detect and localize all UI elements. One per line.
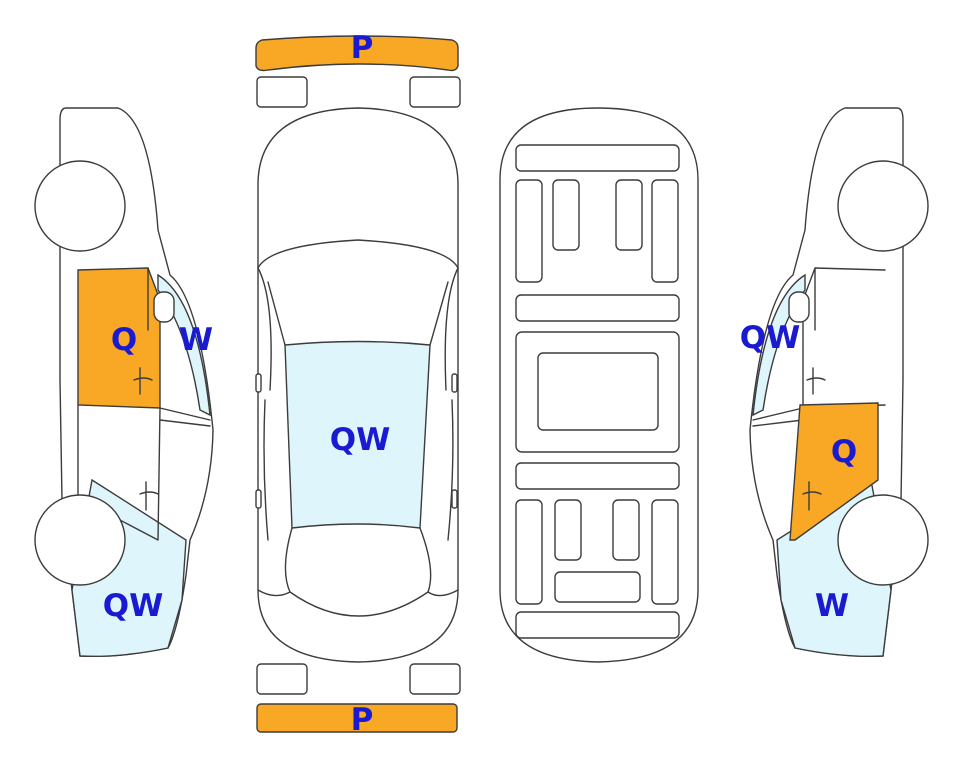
right-mirror (788, 291, 810, 323)
top-a-pillars (257, 267, 459, 391)
damage-labels: Q W QW P QW P QW Q W (103, 30, 857, 738)
left-wheel-front (34, 160, 126, 252)
right-handle-lower (802, 481, 822, 511)
left-handle-upper (133, 367, 153, 395)
label-right-window: QW (740, 320, 801, 356)
top-view (255, 35, 461, 733)
left-wheel-rear (34, 494, 126, 586)
under-rear-left-rail (515, 499, 543, 605)
label-right-rear: W (815, 588, 849, 624)
under-rear-box (554, 571, 641, 603)
top-left-handle (255, 489, 262, 509)
left-handle-lower (139, 481, 159, 511)
label-left-door: Q (111, 322, 137, 358)
right-handle-upper (806, 367, 826, 395)
top-rear-window (284, 527, 432, 617)
right-wheel-front (837, 160, 929, 252)
rear-light-left (256, 663, 308, 695)
under-rear-left-inner (554, 499, 582, 561)
front-bumper (255, 35, 459, 72)
front-light-right (409, 76, 461, 108)
top-right-mirror (451, 373, 458, 393)
underside-view (499, 107, 699, 663)
label-left-window: W (179, 322, 213, 358)
underside-outline (499, 107, 699, 663)
under-front-bar (515, 144, 680, 172)
under-front-left-inner (552, 179, 580, 251)
left-mirror (153, 291, 175, 323)
top-roof-glass (284, 340, 431, 529)
label-windshield: QW (330, 422, 391, 458)
rear-light-right (409, 663, 461, 695)
left-door-lines (77, 267, 211, 541)
under-rear-right-inner (612, 499, 640, 561)
right-door-rear-panel (789, 402, 879, 541)
right-side-view (749, 107, 929, 658)
left-side-view (34, 107, 214, 658)
front-light-left (256, 76, 308, 108)
under-front-left-rail (515, 179, 543, 283)
under-front-right-inner (615, 179, 643, 251)
rear-bumper (256, 703, 458, 733)
label-rear-bumper: P (351, 702, 374, 738)
under-rear-bar (515, 611, 680, 639)
top-right-handle (451, 489, 458, 509)
under-center-panel (537, 352, 659, 431)
under-cross-bar-2 (515, 462, 680, 490)
under-front-right-rail (651, 179, 679, 283)
under-rear-right-rail (651, 499, 679, 605)
top-hood-line (257, 239, 459, 269)
right-wheel-rear (837, 494, 929, 586)
top-left-mirror (255, 373, 262, 393)
label-right-door: Q (831, 434, 857, 470)
under-cross-bar-1 (515, 294, 680, 322)
label-left-rear: QW (103, 588, 164, 624)
top-side-lines (257, 399, 459, 597)
label-front-bumper: P (351, 30, 374, 66)
